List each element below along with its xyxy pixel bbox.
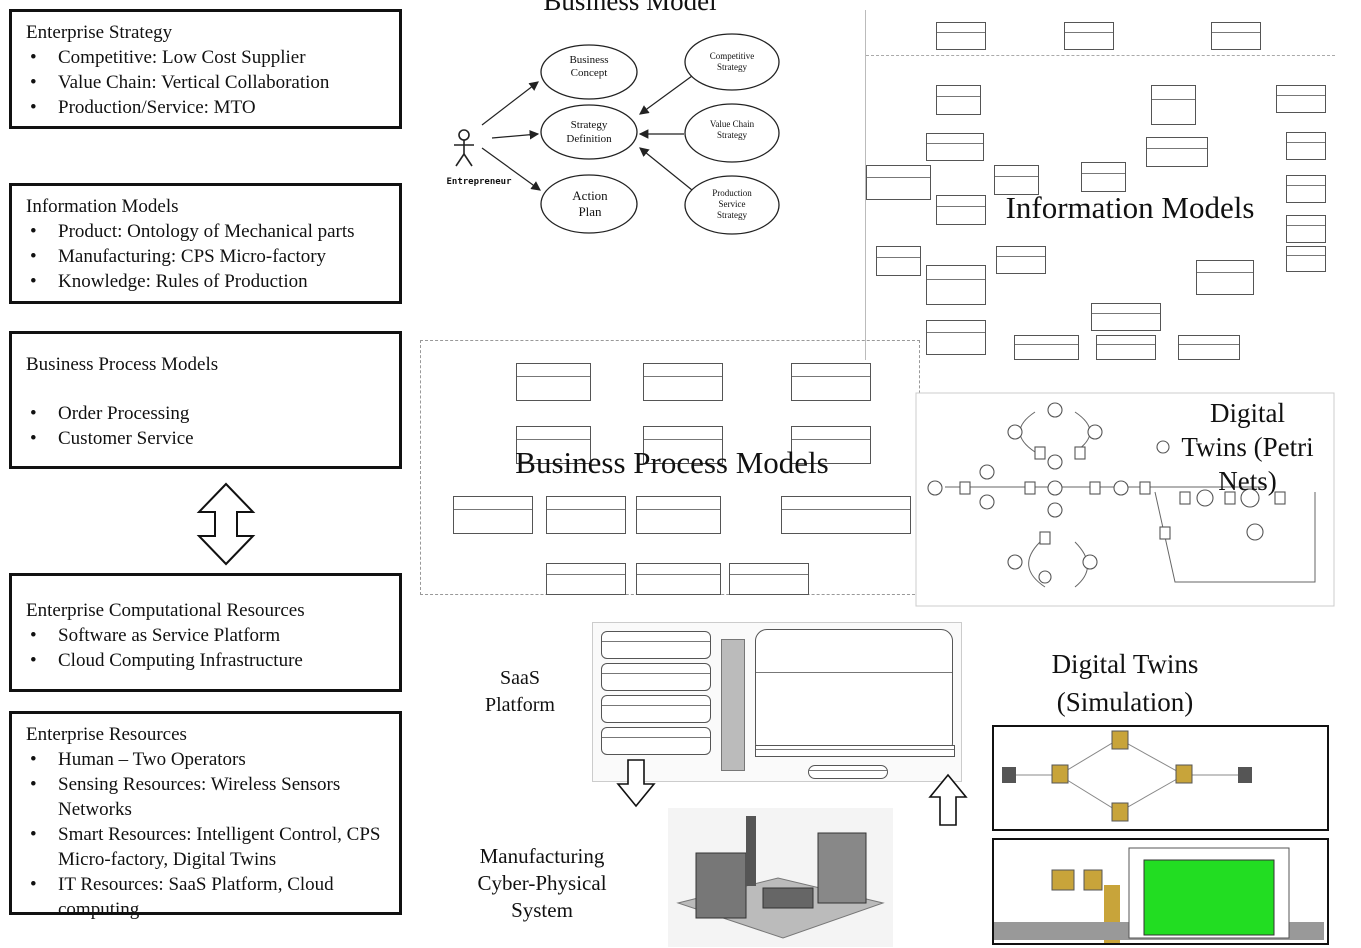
saas-service (601, 695, 711, 723)
saas-platform-diagram (592, 622, 962, 782)
uml-class (643, 426, 723, 464)
node-strategy-definition: Strategy Definition (566, 119, 612, 145)
simulation-top-panel (992, 725, 1329, 831)
uml-class (1178, 335, 1240, 360)
uml-class (1146, 137, 1208, 167)
info-item: Product: Ontology of Mechanical parts (26, 219, 389, 244)
uml-class (516, 363, 591, 401)
uml-class (1064, 22, 1114, 50)
uml-class (453, 496, 533, 534)
info-item: Knowledge: Rules of Production (26, 269, 389, 294)
uml-class (1276, 85, 1326, 113)
enterprise-strategy-title: Enterprise Strategy (26, 22, 173, 43)
saas-bar (755, 745, 955, 757)
computational-resources-title: Enterprise Computational Resources (26, 600, 305, 621)
res-item: Human – Two Operators (26, 747, 389, 772)
digital-twins-petri-label: Digital Twins (Petri Nets) (1181, 398, 1314, 496)
uml-class (936, 195, 986, 225)
business-model-title: Business Model (543, 0, 717, 16)
information-models-box: Information Models Product: Ontology of … (9, 183, 402, 304)
saas-core (755, 629, 953, 755)
uml-class (1081, 162, 1126, 192)
uml-class (791, 363, 871, 401)
uml-class (1211, 22, 1261, 50)
uml-class (1286, 246, 1326, 272)
petri-net-diagram (915, 392, 1335, 607)
uml-class (1196, 260, 1254, 295)
uml-class (636, 496, 721, 534)
actor-icon (454, 129, 474, 167)
information-models-label: Information Models (1005, 190, 1255, 225)
saas-service (601, 727, 711, 755)
business-process-models-label: Business Process Models (515, 445, 829, 480)
bpm-item: Order Processing (26, 401, 389, 426)
business-process-models-box: Business Process Models Order Processing… (9, 331, 402, 469)
uml-class (516, 426, 591, 464)
node-value-chain-strategy: Value Chain Strategy (709, 119, 755, 140)
uml-class (926, 265, 986, 305)
uml-class (1151, 85, 1196, 125)
info-item: Manufacturing: CPS Micro-factory (26, 244, 389, 269)
saas-platform-label: SaaS Platform (485, 667, 555, 716)
comp-item: Cloud Computing Infrastructure (26, 648, 389, 673)
information-models-diagram (865, 10, 1335, 360)
uml-class (791, 426, 871, 464)
up-arrow-icon (928, 773, 968, 826)
uml-class (729, 563, 809, 595)
actor-label: Entrepreneur (446, 177, 512, 187)
node-action-plan: Action Plan (572, 188, 608, 219)
uml-class (1286, 215, 1326, 243)
uml-class (1286, 175, 1326, 203)
business-process-diagram (420, 340, 920, 595)
information-models-title: Information Models (26, 196, 179, 217)
uml-class (781, 496, 911, 534)
uml-class (926, 320, 986, 355)
uml-class (926, 133, 984, 161)
uml-class (936, 85, 981, 115)
uml-class (996, 246, 1046, 274)
saas-bar (808, 765, 888, 779)
computational-resources-box: Enterprise Computational Resources Softw… (9, 573, 402, 692)
business-model-diagram (454, 33, 780, 235)
manufacturing-cps-label: Manufacturing Cyber-Physical System (477, 844, 607, 922)
uml-class (546, 563, 626, 595)
uml-class (994, 165, 1039, 195)
node-competitive-strategy: Competitive Strategy (709, 51, 755, 72)
business-process-models-title: Business Process Models (26, 354, 219, 375)
uml-class (1286, 132, 1326, 160)
res-item: Smart Resources: Intelligent Control, CP… (26, 822, 389, 872)
node-production-service-strategy: Production Service Strategy (712, 188, 752, 220)
enterprise-strategy-box: Enterprise Strategy Competitive: Low Cos… (9, 9, 402, 129)
uml-class (1014, 335, 1079, 360)
saas-service (601, 663, 711, 691)
uml-class (546, 496, 626, 534)
strategy-item: Value Chain: Vertical Collaboration (26, 70, 389, 95)
bpm-item: Customer Service (26, 426, 389, 451)
simulation-bottom-panel (992, 838, 1329, 945)
uml-class (866, 165, 931, 200)
enterprise-resources-title: Enterprise Resources (26, 724, 187, 745)
uml-class (936, 22, 986, 50)
enterprise-resources-box: Enterprise Resources Human – Two Operato… (9, 711, 402, 920)
uml-class (1091, 303, 1161, 331)
uml-class (876, 246, 921, 276)
saas-bus (721, 639, 745, 771)
uml-class (1096, 335, 1156, 360)
res-item: IT Resources: SaaS Platform, Cloud compu… (26, 872, 389, 922)
node-business-concept: Business Concept (569, 54, 609, 79)
down-arrow-icon (616, 759, 656, 808)
comp-item: Software as Service Platform (26, 623, 389, 648)
strategy-item: Production/Service: MTO (26, 95, 389, 120)
uml-class (643, 363, 723, 401)
double-arrow-icon (196, 482, 256, 566)
res-item: Sensing Resources: Wireless Sensors Netw… (26, 772, 389, 822)
saas-service (601, 631, 711, 659)
uml-class (636, 563, 721, 595)
factory-3d-image (668, 808, 893, 947)
digital-twins-simulation-label: Digital Twins (Simulation) (1051, 649, 1199, 717)
strategy-item: Competitive: Low Cost Supplier (26, 45, 389, 70)
